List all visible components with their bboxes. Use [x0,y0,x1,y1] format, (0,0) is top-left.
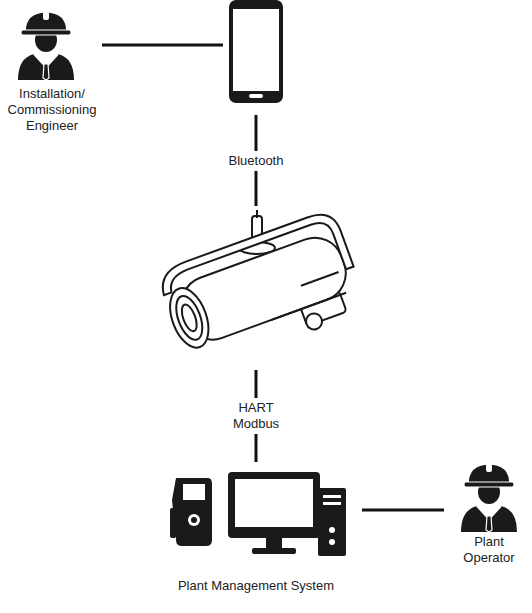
handheld-communicator [170,478,212,546]
node-label: Installation/ Commissioning Engineer [2,86,102,134]
smartphone [229,0,283,103]
computer [228,472,346,556]
protocol-label: Bluetooth [226,151,287,171]
engineer-icon [18,10,74,80]
management-system-node: Plant Management System [154,468,358,594]
node-label: Plant Operator [448,534,530,566]
connector-line [102,44,223,47]
connector-line [362,509,444,512]
gas-detector-camera [155,208,370,374]
detector-node [160,212,350,362]
smartphone-node [229,0,283,103]
operator-node: Plant Operator [448,460,530,566]
node-label: Plant Management System [154,578,358,594]
protocol-label: HART Modbus [230,398,282,434]
engineer-node: Installation/ Commissioning Engineer [2,8,102,134]
operator-icon [461,462,517,532]
